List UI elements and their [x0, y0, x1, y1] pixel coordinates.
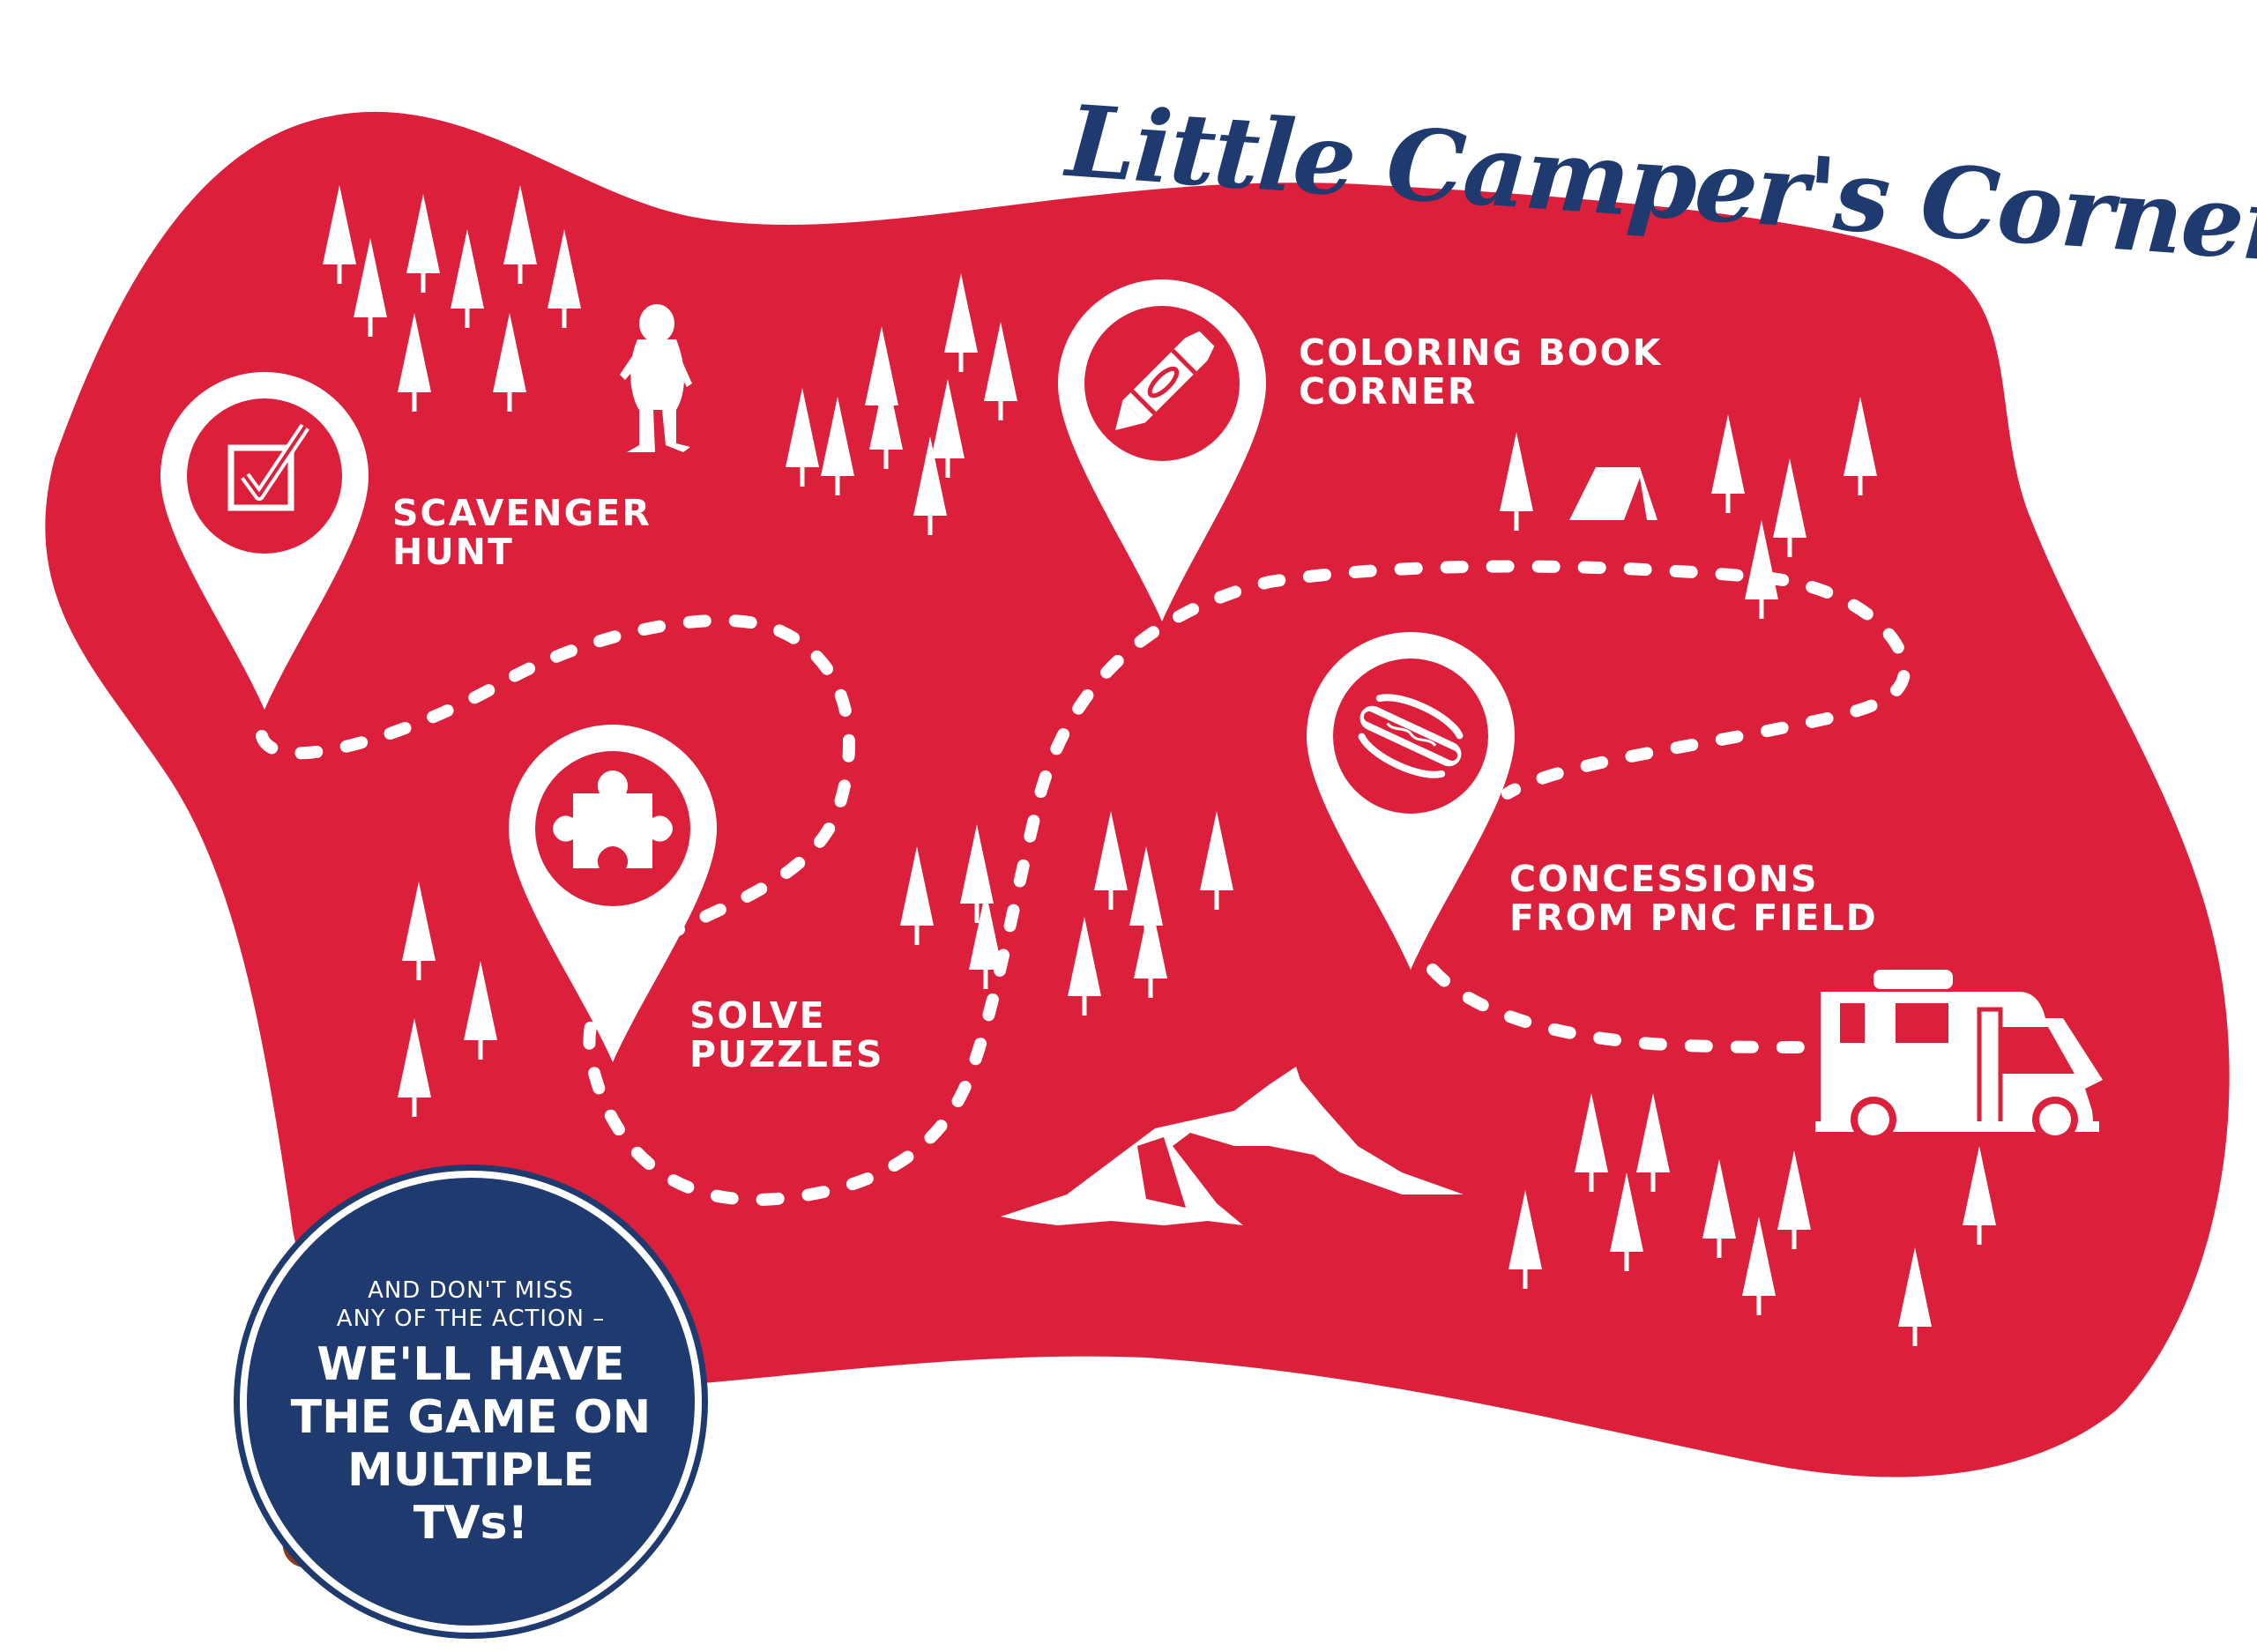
- pin-coloring-book-corner: [1058, 279, 1266, 621]
- checkbox-icon: [227, 423, 309, 511]
- tree-icon: [451, 229, 484, 328]
- map-background: [45, 111, 2230, 1477]
- tree-icon: [960, 824, 994, 923]
- tree-icon: [406, 194, 440, 293]
- rv-camper-icon: [1815, 970, 2103, 1142]
- tree-icon: [398, 313, 431, 412]
- tree-icon: [1575, 1093, 1608, 1192]
- tree-icon: [1742, 1217, 1776, 1315]
- bigfoot-icon: [620, 304, 692, 452]
- tree-icon: [1963, 1146, 1996, 1245]
- tree-icon: [1636, 1093, 1670, 1192]
- tree-icon: [1745, 520, 1778, 619]
- tree-icon: [821, 397, 854, 495]
- crayon-icon: [1114, 331, 1215, 431]
- tree-icon: [931, 379, 965, 478]
- tree-icon: [1844, 397, 1877, 495]
- dotted-trail: [256, 560, 1911, 1206]
- hot-dog-icon: [1358, 694, 1464, 778]
- tree-icon: [1068, 917, 1101, 1016]
- tree-icon: [1500, 432, 1533, 531]
- tree-icon: [1508, 1190, 1542, 1289]
- tree-icon: [1610, 1172, 1643, 1271]
- pin-solve-puzzles: [509, 725, 717, 1062]
- tree-icon: [354, 238, 387, 337]
- tree-icon: [969, 890, 1002, 989]
- callout-intro: AND DON'T MISS ANY OF THE ACTION –: [336, 1277, 606, 1332]
- tree-icon: [1777, 1150, 1811, 1249]
- tree-icon: [1134, 899, 1167, 998]
- tree-icon: [984, 322, 1017, 420]
- tree-icon: [900, 846, 934, 945]
- mountain-icon: [1001, 1067, 1464, 1225]
- tree-icon: [493, 313, 526, 412]
- tree-icon: [547, 229, 581, 328]
- tree-icon: [1898, 1247, 1932, 1346]
- tree-group: [323, 185, 1996, 1346]
- tree-icon: [1773, 458, 1806, 557]
- tree-icon: [786, 388, 819, 487]
- tree-icon: [1711, 414, 1745, 513]
- tree-icon: [1200, 811, 1233, 910]
- tree-icon: [398, 1018, 431, 1117]
- tree-icon: [503, 185, 537, 284]
- tree-icon: [402, 882, 436, 980]
- tree-icon: [1702, 1159, 1736, 1258]
- location-pins: [160, 279, 1515, 1062]
- tree-icon: [869, 370, 903, 469]
- tree-icon: [323, 185, 356, 284]
- pin-scavenger-hunt: [160, 372, 369, 710]
- tent-icon: [1569, 467, 1657, 520]
- tree-icon: [464, 961, 497, 1060]
- tree-icon: [913, 436, 947, 535]
- puzzle-piece-icon: [553, 770, 673, 868]
- pin-concessions: [1307, 632, 1515, 970]
- callout-headline: WE'LL HAVE THE GAME ON MULTIPLE TVs!: [290, 1338, 652, 1550]
- game-tv-callout: AND DON'T MISS ANY OF THE ACTION – WE'LL…: [240, 1171, 702, 1633]
- tree-icon: [1094, 811, 1128, 910]
- tree-icon: [944, 273, 978, 372]
